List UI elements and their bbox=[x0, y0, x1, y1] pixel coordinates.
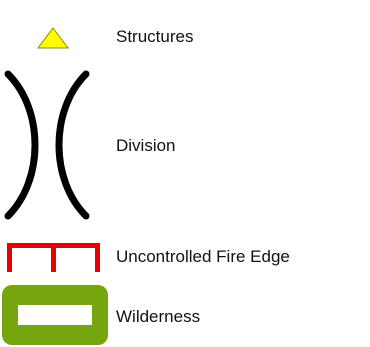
legend-label-wilderness: Wilderness bbox=[116, 307, 201, 326]
wilderness-box-icon bbox=[2, 285, 108, 345]
yellow-triangle-icon bbox=[37, 27, 69, 49]
division-brackets-icon bbox=[4, 70, 90, 220]
legend-label-uncontrolled-fire-edge: Uncontrolled Fire Edge bbox=[116, 247, 290, 266]
legend-label-division: Division bbox=[116, 136, 176, 155]
legend-label-structures: Structures bbox=[116, 27, 194, 46]
fire-edge-line-icon bbox=[7, 243, 100, 272]
